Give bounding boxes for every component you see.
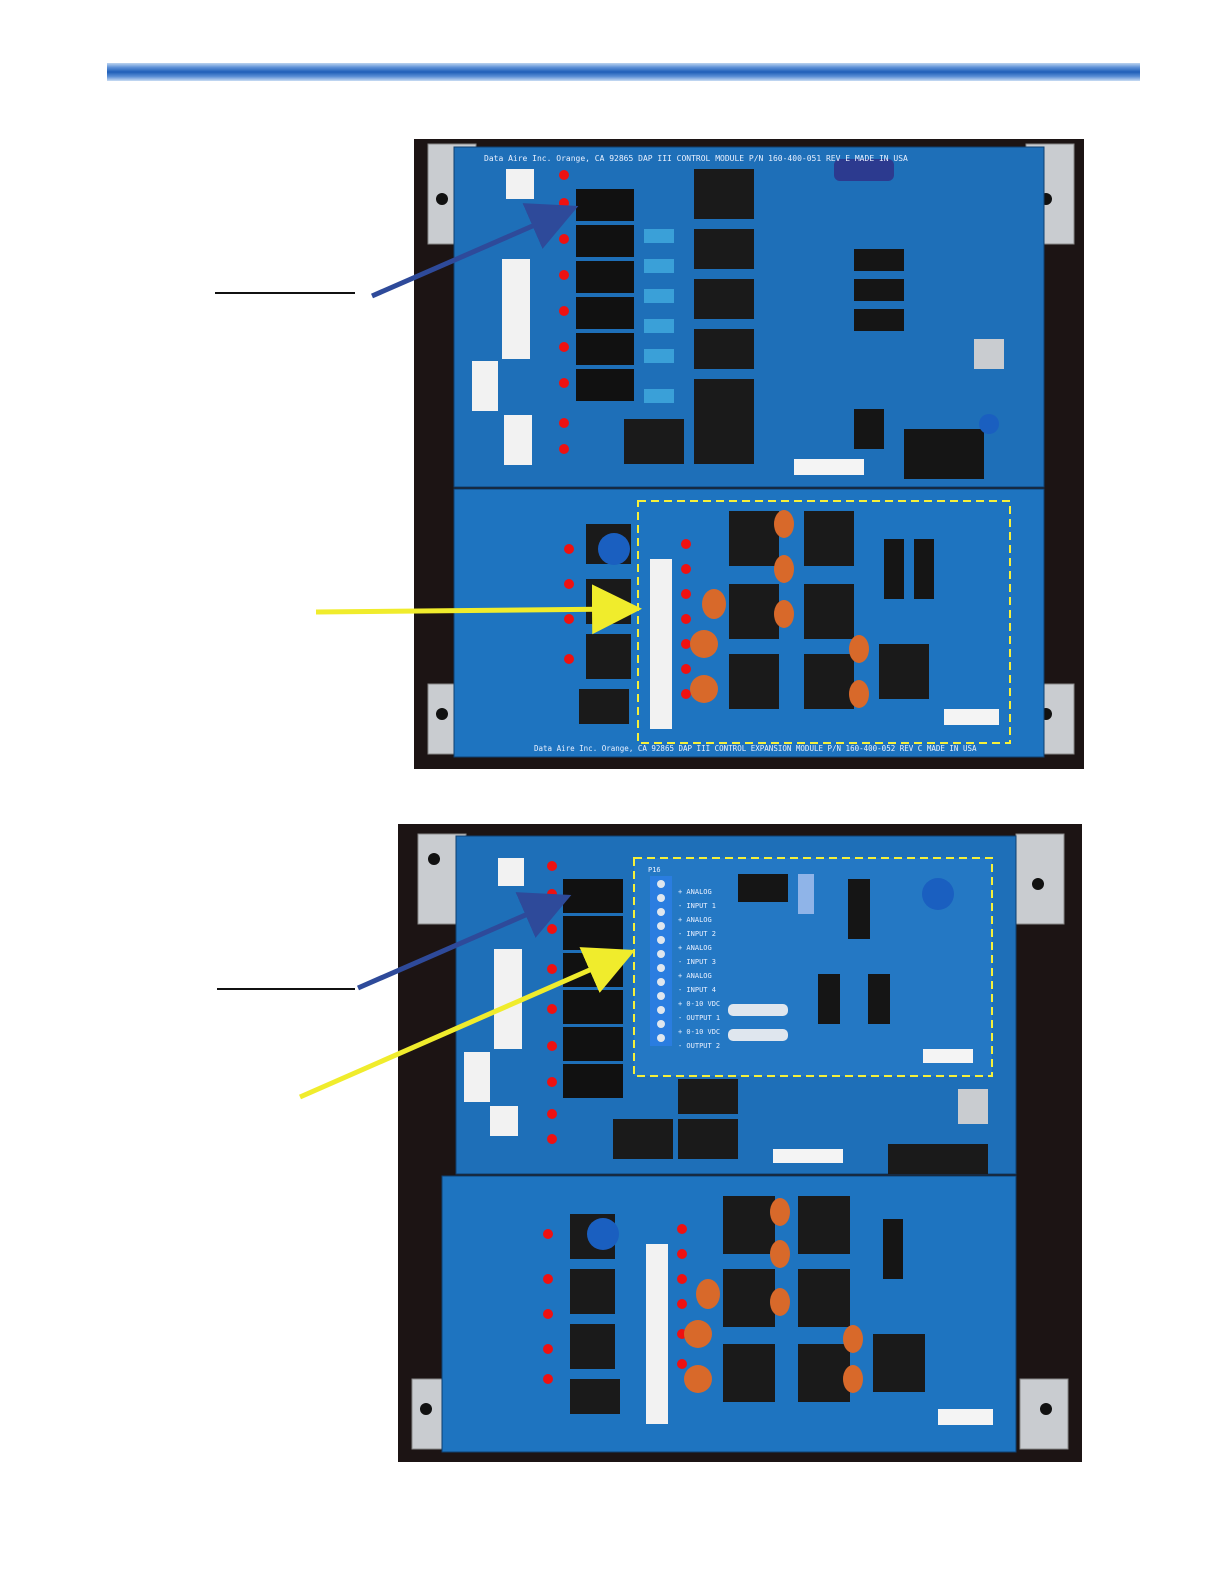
terminal-label: - OUTPUT 1 [678, 1014, 720, 1022]
callout-label-line [215, 292, 355, 294]
expansion-silkscreen: Data Aire Inc. Orange, CA 92865 DAP III … [534, 744, 977, 753]
header-rule [107, 63, 1140, 81]
terminal-label: - INPUT 2 [678, 930, 716, 938]
terminal-block [650, 876, 672, 1046]
terminal-label: + ANALOG [678, 916, 712, 924]
connector [472, 361, 498, 411]
photo-control-module-with-analog-module: P16 + ANALOG - INPUT 1 + ANALOG - INPUT … [398, 824, 1082, 1462]
terminal-label: - INPUT 3 [678, 958, 716, 966]
terminal-strip [650, 559, 672, 729]
callout-label-line [217, 988, 355, 990]
terminal-label: + 0-10 VDC [678, 1028, 720, 1036]
photo-bottom-svg: P16 + ANALOG - INPUT 1 + ANALOG - INPUT … [411, 833, 1069, 1453]
connector [502, 259, 530, 359]
global-relays [624, 169, 754, 464]
relay-column [559, 170, 634, 454]
terminal-header-label: P16 [648, 866, 661, 874]
connector [504, 415, 532, 465]
terminal-label: + ANALOG [678, 888, 712, 896]
terminal-labels: + ANALOG - INPUT 1 + ANALOG - INPUT 2 + … [678, 888, 720, 1050]
terminal-label: + ANALOG [678, 944, 712, 952]
board-silkscreen: Data Aire Inc. Orange, CA 92865 DAP III … [484, 154, 908, 163]
photo-control-module-with-relay-module: Data Aire Inc. Orange, CA 92865 DAP III … [414, 139, 1084, 769]
connector [506, 169, 534, 199]
terminal-label: - OUTPUT 2 [678, 1042, 720, 1050]
terminal-label: - INPUT 1 [678, 902, 716, 910]
terminal-label: + ANALOG [678, 972, 712, 980]
photo-top-svg: Data Aire Inc. Orange, CA 92865 DAP III … [427, 143, 1075, 758]
terminal-label: - INPUT 4 [678, 986, 716, 994]
terminal-label: + 0-10 VDC [678, 1000, 720, 1008]
